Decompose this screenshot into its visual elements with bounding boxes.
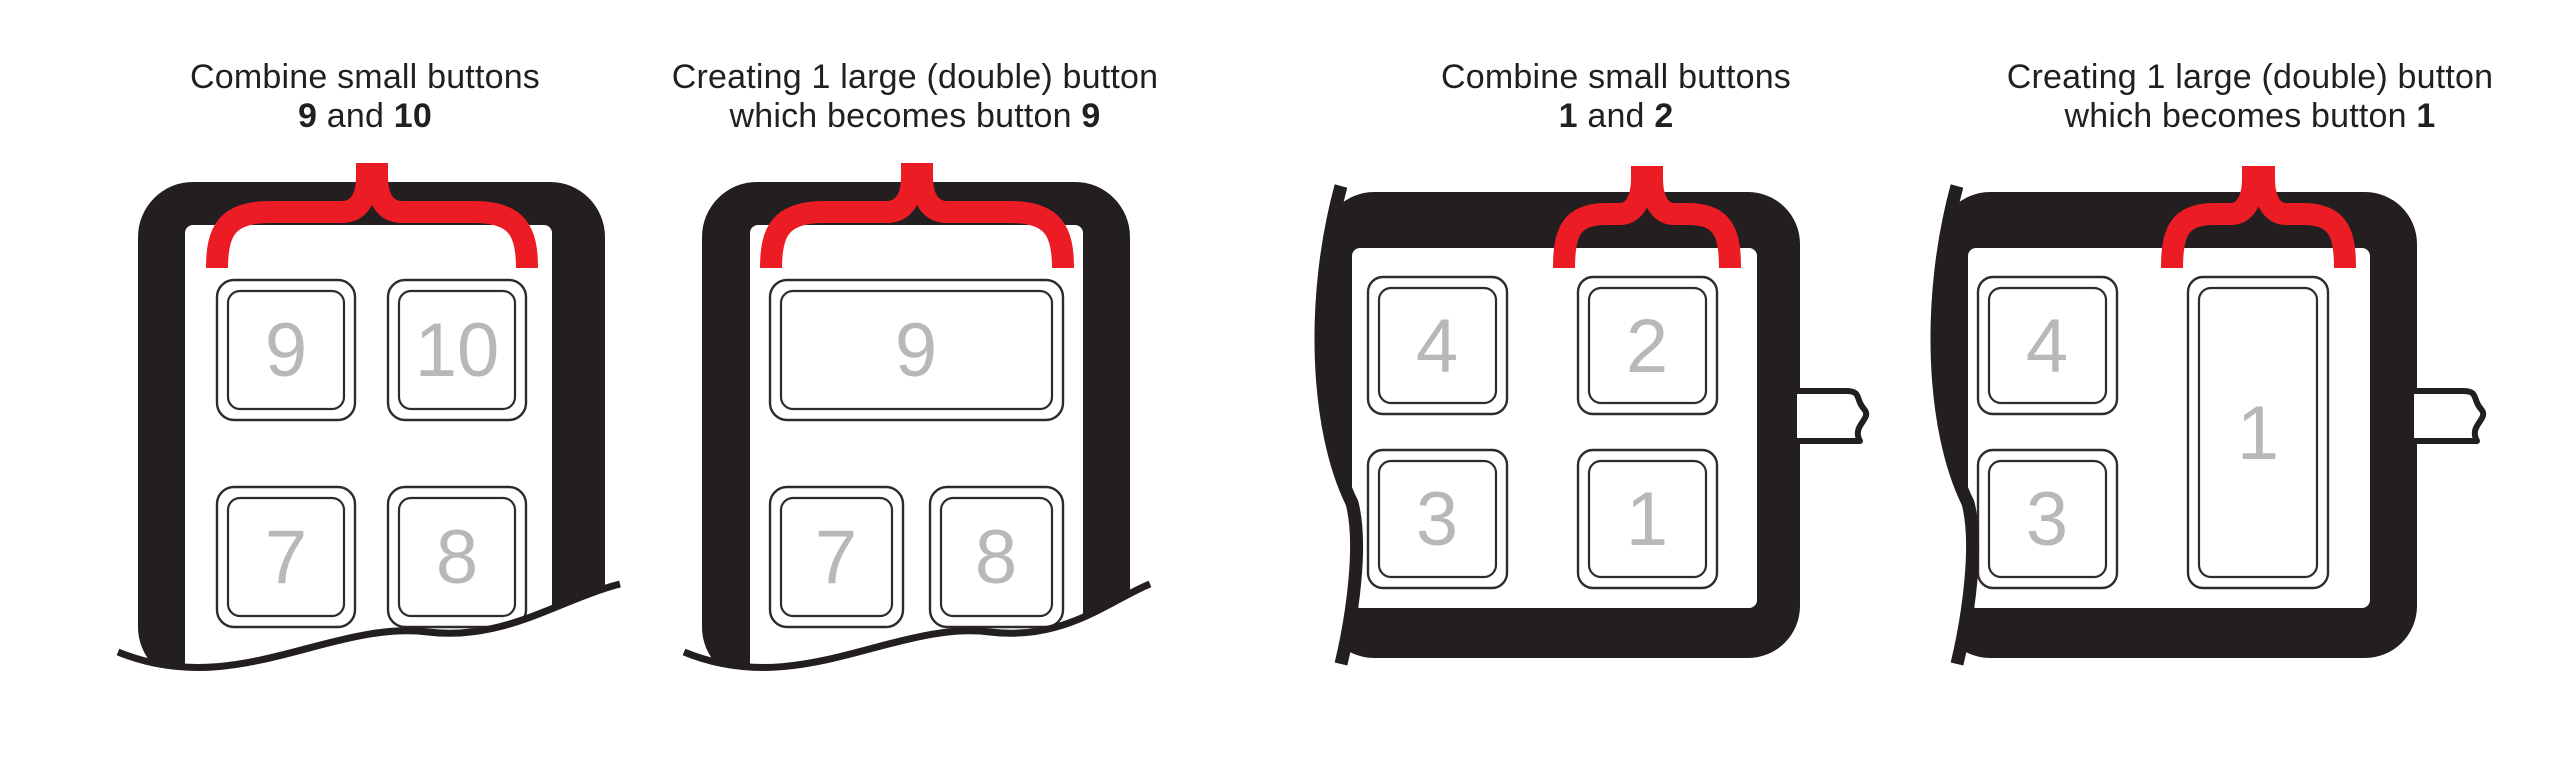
panel-heading-result-1: Creating 1 large (double) button which b… <box>1950 58 2550 136</box>
torn-edge <box>1314 184 1364 666</box>
remote-button-3: 3 <box>1976 448 2119 590</box>
button-outer <box>1576 448 1719 590</box>
button-label: 7 <box>265 515 307 600</box>
heading-line2: 9 and 10 <box>65 97 665 136</box>
torn-edge-mask <box>1880 186 1973 664</box>
button-label: 2 <box>1626 304 1668 389</box>
heading-line1: Creating 1 large (double) button <box>2006 58 2494 96</box>
button-inner <box>939 496 1054 618</box>
remote-button-10: 10 <box>386 278 528 422</box>
panel-heading-combine-1-2: Combine small buttons 1 and 2 <box>1316 58 1916 136</box>
button-inner <box>397 496 517 618</box>
bold-button-number: 2 <box>1654 97 1674 135</box>
remote-before-9-10: 9 10 7 8 <box>116 163 621 740</box>
remote-after-9: 9 7 8 <box>682 163 1152 740</box>
button-outer <box>215 278 357 422</box>
button-outer <box>1576 275 1719 416</box>
remote-button-1: 1 <box>1576 448 1719 590</box>
torn-edge-mask <box>684 584 1150 740</box>
remote-button-7: 7 <box>768 485 905 629</box>
button-outer <box>1976 448 2119 590</box>
panel-heading-result-9: Creating 1 large (double) button which b… <box>615 58 1215 136</box>
remote-button-9-large: 9 <box>768 278 1065 422</box>
combine-brace-icon <box>206 163 538 269</box>
button-label: 1 <box>1626 477 1668 562</box>
heading-line2: 1 and 2 <box>1316 97 1916 136</box>
remote-button-8: 8 <box>928 485 1065 629</box>
button-outer <box>1366 448 1509 590</box>
heading-line1: Creating 1 large (double) button <box>671 58 1159 96</box>
button-inner <box>1987 286 2108 405</box>
heading-line1: Combine small buttons <box>1440 58 1792 96</box>
combine-brace-icon <box>760 163 1074 269</box>
panel-heading-combine-9-10: Combine small buttons 9 and 10 <box>65 58 665 136</box>
button-label: 9 <box>895 308 937 393</box>
remote-button-7: 7 <box>215 485 357 629</box>
bold-button-number: 1 <box>2416 97 2436 135</box>
button-outer <box>2186 275 2330 590</box>
torn-edge-mask <box>1230 186 1357 664</box>
button-label: 4 <box>1416 304 1458 389</box>
button-outer <box>768 278 1065 422</box>
bold-button-number: 9 <box>298 97 318 135</box>
heading-pre-text: which becomes button <box>2064 97 2417 135</box>
button-inner <box>226 496 346 618</box>
bold-button-number: 10 <box>393 97 432 135</box>
button-inner <box>779 289 1054 411</box>
button-outer <box>928 485 1065 629</box>
remote-button-3: 3 <box>1366 448 1509 590</box>
button-inner <box>779 496 894 618</box>
button-label: 4 <box>2026 304 2068 389</box>
button-inner <box>1377 286 1498 405</box>
strap-tab <box>2414 388 2487 444</box>
fob-before-1-2: 4 2 3 1 <box>1230 166 1870 666</box>
torn-edge <box>1930 184 1980 666</box>
heading-line2: which becomes button 1 <box>1950 97 2550 136</box>
button-label: 8 <box>436 515 478 600</box>
torn-edge-mask <box>118 584 620 740</box>
button-label: 9 <box>265 308 307 393</box>
remote-button-9: 9 <box>215 278 357 422</box>
strap-tab <box>1797 388 1870 444</box>
button-outer <box>768 485 905 629</box>
button-inner <box>226 289 346 411</box>
fob-after-1: 4 3 1 <box>1880 166 2487 666</box>
heading-line1: Combine small buttons <box>189 58 541 96</box>
button-outer <box>215 485 357 629</box>
button-inner <box>1987 459 2108 579</box>
heading-mid-text: and <box>1577 97 1655 135</box>
button-inner <box>2197 286 2319 579</box>
button-label: 3 <box>2026 477 2068 562</box>
button-inner <box>1587 459 1708 579</box>
button-label: 1 <box>2237 391 2279 476</box>
remote-button-4: 4 <box>1976 275 2119 416</box>
heading-mid-text: and <box>317 97 394 135</box>
button-label: 8 <box>975 515 1017 600</box>
torn-edge <box>116 580 621 671</box>
remote-button-8: 8 <box>386 485 528 629</box>
remote-button-4: 4 <box>1366 275 1509 416</box>
heading-line2: which becomes button 9 <box>615 97 1215 136</box>
bold-button-number: 1 <box>1558 97 1578 135</box>
button-label: 10 <box>415 308 500 393</box>
torn-edge <box>682 580 1152 671</box>
button-label: 3 <box>1416 477 1458 562</box>
heading-pre-text: which becomes button <box>729 97 1082 135</box>
bold-button-number: 9 <box>1081 97 1101 135</box>
button-outer <box>386 485 528 629</box>
combine-brace-icon <box>1553 166 1741 269</box>
button-inner <box>1587 286 1708 405</box>
combine-brace-icon <box>2161 166 2356 269</box>
remote-button-1-large: 1 <box>2186 275 2330 590</box>
button-outer <box>1976 275 2119 416</box>
remote-button-2: 2 <box>1576 275 1719 416</box>
button-label: 7 <box>815 515 857 600</box>
button-inner <box>397 289 517 411</box>
button-inner <box>1377 459 1498 579</box>
button-outer <box>1366 275 1509 416</box>
button-outer <box>386 278 528 422</box>
